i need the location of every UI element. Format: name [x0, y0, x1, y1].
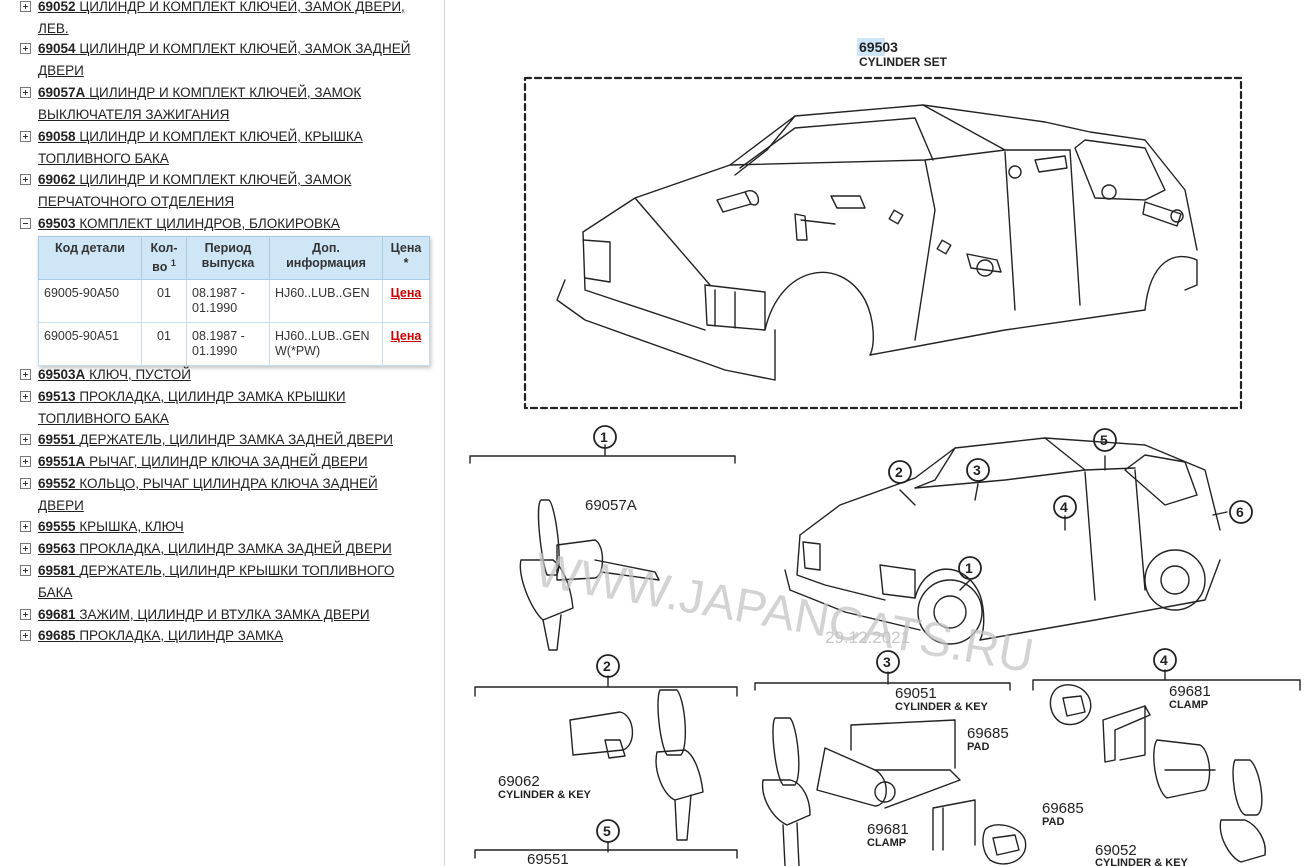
part-period: 08.1987 -01.1990: [186, 322, 270, 367]
callout-5-group: 5: [603, 823, 611, 839]
tree-item-69054[interactable]: 69054 ЦИЛИНДР И КОМПЛЕКТ КЛЮЧЕЙ, ЗАМОК З…: [20, 38, 420, 82]
tree-item-69551A[interactable]: 69551A РЫЧАГ, ЦИЛИНДР КЛЮЧА ЗАДНЕЙ ДВЕРИ: [20, 451, 420, 473]
price-link[interactable]: Цена: [382, 279, 430, 324]
expand-icon[interactable]: [20, 609, 31, 620]
expand-icon[interactable]: [20, 174, 31, 185]
expand-icon[interactable]: [20, 1, 31, 12]
tree-item-69503A[interactable]: 69503A КЛЮЧ, ПУСТОЙ: [20, 364, 420, 386]
tree-item-69052[interactable]: 69052 ЦИЛИНДР И КОМПЛЕКТ КЛЮЧЕЙ, ЗАМОК Д…: [20, 0, 420, 40]
part-name-69051: CYLINDER & KEY: [895, 701, 989, 713]
callout-2: 2: [895, 464, 903, 480]
date-stamp: 29.12.2021: [825, 628, 910, 647]
part-code-69551: 69551: [527, 851, 569, 866]
callout-5: 5: [1100, 432, 1108, 448]
part-code-69681-b: 69681: [1169, 683, 1211, 700]
expand-icon[interactable]: [20, 543, 31, 554]
expand-icon[interactable]: [20, 521, 31, 532]
tree-item-69685[interactable]: 69685 ПРОКЛАДКА, ЦИЛИНДР ЗАМКА: [20, 625, 420, 647]
collapse-icon[interactable]: [20, 218, 31, 229]
tree-item-69552[interactable]: 69552 КОЛЬЦО, РЫЧАГ ЦИЛИНДРА КЛЮЧА ЗАДНЕ…: [20, 473, 420, 517]
part-tree-panel: 69052 ЦИЛИНДР И КОМПЛЕКТ КЛЮЧЕЙ, ЗАМОК Д…: [0, 0, 444, 866]
part-name-69681-a: CLAMP: [867, 837, 906, 849]
price-link[interactable]: Цена: [382, 322, 430, 367]
group-1-ignition: [469, 455, 736, 651]
col-header-qty: Кол-во 1: [141, 235, 187, 281]
callout-3: 3: [973, 462, 981, 478]
part-code: 69005-90A51: [38, 322, 142, 367]
expand-icon[interactable]: [20, 478, 31, 489]
col-header-price: Цена*: [382, 235, 430, 281]
group-4-door-lock: [1032, 679, 1301, 863]
group-3-cylinder-key: [754, 682, 1027, 866]
main-name-label: CYLINDER SET: [859, 55, 948, 69]
part-qty: 01: [141, 279, 187, 324]
col-header-code: Код детали: [38, 235, 142, 281]
part-code-69052: 69052: [1095, 842, 1137, 859]
part-code-69051: 69051: [895, 685, 937, 702]
tree-item-69563[interactable]: 69563 ПРОКЛАДКА, ЦИЛИНДР ЗАМКА ЗАДНЕЙ ДВ…: [20, 538, 420, 560]
tree-item-69551[interactable]: 69551 ДЕРЖАТЕЛЬ, ЦИЛИНДР ЗАМКА ЗАДНЕЙ ДВ…: [20, 429, 420, 451]
part-name-69052: CYLINDER & KEY: [1095, 857, 1189, 866]
main-code-label: 69503: [859, 39, 898, 55]
callout-4: 4: [1060, 499, 1068, 515]
part-name-69681-b: CLAMP: [1169, 699, 1208, 711]
part-code: 69005-90A50: [38, 279, 142, 324]
part-qty: 01: [141, 322, 187, 367]
callout-1: 1: [600, 429, 608, 445]
part-period: 08.1987 -01.1990: [186, 279, 270, 324]
panel-divider: [444, 0, 445, 866]
callout-3-group: 3: [883, 654, 891, 670]
expand-icon[interactable]: [20, 456, 31, 467]
callout-1-car: 1: [965, 560, 973, 576]
part-code-69062: 69062: [498, 773, 540, 790]
parts-diagram: 69503 CYLINDER SET 1 2 3 5 4 6 1 2 3 4 5…: [445, 0, 1309, 866]
part-code-69057A: 69057A: [585, 497, 637, 514]
expand-icon[interactable]: [20, 434, 31, 445]
group-5-back-door: [474, 849, 738, 859]
callout-leaders: [604, 444, 1228, 853]
part-info: HJ60..LUB..GEN: [269, 279, 383, 324]
main-car-drawing: [556, 104, 1198, 381]
expand-icon[interactable]: [20, 43, 31, 54]
tree-item-69555[interactable]: 69555 КРЫШКА, КЛЮЧ: [20, 516, 420, 538]
callout-4-group: 4: [1160, 652, 1168, 668]
table-row: 69005-90A50 01 08.1987 -01.1990 HJ60..LU…: [38, 279, 430, 324]
expand-icon[interactable]: [20, 630, 31, 641]
expand-icon[interactable]: [20, 391, 31, 402]
expand-icon[interactable]: [20, 87, 31, 98]
dashed-frame: [523, 76, 1243, 410]
part-code-69685-b: 69685: [1042, 800, 1084, 817]
part-code-69685-a: 69685: [967, 725, 1009, 742]
lock-cylinder-icons: [716, 155, 1184, 277]
secondary-car-drawing: [784, 437, 1221, 645]
callout-6: 6: [1236, 504, 1244, 520]
expand-icon[interactable]: [20, 369, 31, 380]
group-2-glovebox: [474, 686, 738, 841]
tree-item-69503[interactable]: 69503 КОМПЛЕКТ ЦИЛИНДРОВ, БЛОКИРОВКА: [20, 213, 420, 235]
col-header-info: Доп.информация: [269, 235, 383, 281]
part-name-69685-a: PAD: [967, 741, 989, 753]
part-code-69681-a: 69681: [867, 821, 909, 838]
table-row: 69005-90A51 01 08.1987 -01.1990 HJ60..LU…: [38, 322, 430, 367]
part-name-69062: CYLINDER & KEY: [498, 789, 592, 801]
callout-circles: [593, 425, 1253, 843]
expand-icon[interactable]: [20, 131, 31, 142]
main-code-highlight: [857, 38, 885, 56]
expand-icon[interactable]: [20, 565, 31, 576]
part-name-69685-b: PAD: [1042, 816, 1064, 828]
tree-item-69581[interactable]: 69581 ДЕРЖАТЕЛЬ, ЦИЛИНДР КРЫШКИ ТОПЛИВНО…: [20, 560, 420, 604]
callout-2-group: 2: [603, 658, 611, 674]
tree-item-69681[interactable]: 69681 ЗАЖИМ, ЦИЛИНДР И ВТУЛКА ЗАМКА ДВЕР…: [20, 604, 420, 626]
